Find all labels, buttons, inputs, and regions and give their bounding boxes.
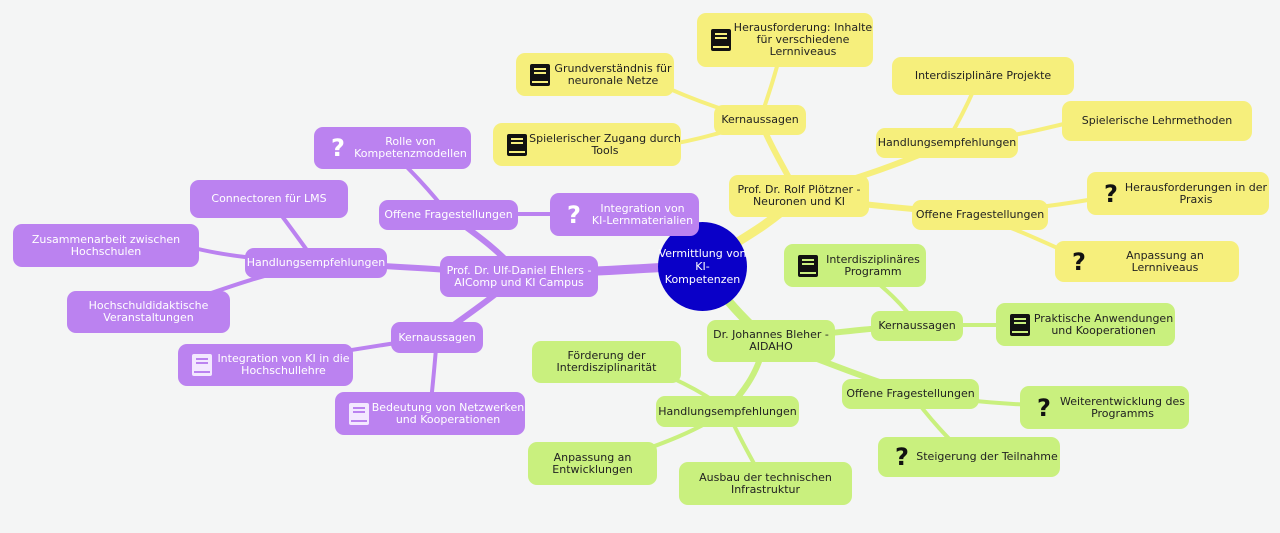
item-label: Rolle von Kompetenzmodellen xyxy=(354,135,467,160)
book-icon xyxy=(709,28,733,52)
item-label: Spielerischer Zugang durch Tools xyxy=(529,131,681,157)
topic-label: Offene Fragestellungen xyxy=(915,208,1045,221)
ehlers-kernaussage-item[interactable]: Integration von KI in die Hochschullehre xyxy=(178,344,353,386)
bleher-kernaussage-item[interactable]: Praktische Anwendungen und Kooperationen xyxy=(996,303,1175,346)
book-icon xyxy=(528,63,552,87)
bleher-frage-item[interactable]: ? Steigerung der Teilnahme xyxy=(878,437,1060,477)
item-label: Zusammenarbeit zwischen Hochschulen xyxy=(31,232,181,258)
ploetzner-kernaussage-item[interactable]: Spielerischer Zugang durch Tools xyxy=(493,123,681,166)
item-label: Spielerische Lehrmethoden xyxy=(1081,114,1233,127)
bleher-handlung-item[interactable]: Ausbau der technischen Infrastruktur xyxy=(679,462,852,505)
item-label: Integration von KI-Lernmaterialien xyxy=(591,201,694,227)
book-icon xyxy=(190,353,214,377)
ehlers-handlungsempfehlungen[interactable]: Handlungsempfehlungen xyxy=(245,248,387,278)
ehlers-handlung-item[interactable]: Hochschuldidaktische Veranstaltungen xyxy=(67,291,230,333)
topic-label: Kernaussagen xyxy=(878,319,956,332)
ploetzner-frage-item[interactable]: ? Anpassung an Lernniveaus xyxy=(1055,241,1239,282)
item-label: Grundverständnis für neuronale Netze xyxy=(554,61,672,87)
ehlers-handlung-item[interactable]: Zusammenarbeit zwischen Hochschulen xyxy=(13,224,199,267)
item-label: Integration von KI in die Hochschullehre xyxy=(217,352,350,377)
ploetzner-frage-item[interactable]: ? Herausforderungen in der Praxis xyxy=(1087,172,1269,215)
ehlers-frage-item[interactable]: ? Integration von KI-Lernmaterialien xyxy=(550,193,699,236)
question-mark-icon: ? xyxy=(895,443,909,471)
question-mark-icon: ? xyxy=(1104,179,1118,208)
central-topic-label: Vermittlung von KI-Kompetenzen xyxy=(658,247,747,286)
item-label: Weiterentwicklung des Programms xyxy=(1060,394,1185,420)
ehlers-handlung-item[interactable]: Connectoren für LMS xyxy=(190,180,348,218)
item-label: Anpassung an Lernniveaus xyxy=(1126,248,1204,274)
topic-label: Offene Fragestellungen xyxy=(846,387,975,400)
item-label: Steigerung der Teilnahme xyxy=(916,450,1058,463)
item-label: Anpassung an Entwicklungen xyxy=(552,450,633,476)
item-label: Connectoren für LMS xyxy=(211,192,327,205)
book-icon xyxy=(796,254,820,278)
item-label: Hochschuldidaktische Veranstaltungen xyxy=(88,299,209,324)
item-label: Interdisziplinäre Projekte xyxy=(914,69,1052,82)
ehlers-frage-item[interactable]: ? Rolle von Kompetenzmodellen xyxy=(314,127,471,169)
question-mark-icon: ? xyxy=(1072,247,1086,276)
question-mark-icon: ? xyxy=(567,200,581,229)
bleher-offene-fragestellungen[interactable]: Offene Fragestellungen xyxy=(842,379,979,409)
item-label: Interdisziplinäres Programm xyxy=(826,252,920,278)
item-label: Bedeutung von Netzwerken und Kooperation… xyxy=(371,400,525,426)
ploetzner-handlung-item[interactable]: Interdisziplinäre Projekte xyxy=(892,57,1074,95)
item-label: Herausforderung: Inhalte für verschieden… xyxy=(733,21,873,58)
item-label: Ausbau der technischen Infrastruktur xyxy=(699,470,832,496)
topic-label: Kernaussagen xyxy=(721,113,799,126)
ploetzner-kernaussage-item[interactable]: Grundverständnis für neuronale Netze xyxy=(516,53,674,96)
item-label: Förderung der Interdisziplinarität xyxy=(556,349,657,374)
ploetzner-kernaussage-item[interactable]: Herausforderung: Inhalte für verschieden… xyxy=(697,13,873,67)
book-icon xyxy=(347,402,371,426)
topic-label: Offene Fragestellungen xyxy=(384,208,513,221)
branch-label: Prof. Dr. Ulf-Daniel Ehlers - AIComp und… xyxy=(446,263,592,289)
topic-label: Handlungsempfehlungen xyxy=(246,256,386,269)
bleher-frage-item[interactable]: ? Weiterentwicklung des Programms xyxy=(1020,386,1189,429)
ploetzner-kernaussagen[interactable]: Kernaussagen xyxy=(714,105,806,135)
book-icon xyxy=(505,133,529,157)
bleher-kernaussage-item[interactable]: Interdisziplinäres Programm xyxy=(784,244,926,287)
topic-label: Kernaussagen xyxy=(398,330,476,344)
branch-ehlers[interactable]: Prof. Dr. Ulf-Daniel Ehlers - AIComp und… xyxy=(440,256,598,297)
topic-label: Handlungsempfehlungen xyxy=(877,136,1017,149)
bleher-handlung-item[interactable]: Anpassung an Entwicklungen xyxy=(528,442,657,485)
central-topic[interactable]: Vermittlung von KI-Kompetenzen xyxy=(658,222,747,311)
book-icon xyxy=(1008,313,1032,337)
ehlers-kernaussagen[interactable]: Kernaussagen xyxy=(391,322,483,353)
ehlers-offene-fragestellungen[interactable]: Offene Fragestellungen xyxy=(379,200,518,230)
question-mark-icon: ? xyxy=(1037,393,1051,422)
branch-ploetzner[interactable]: Prof. Dr. Rolf Plötzner - Neuronen und K… xyxy=(729,175,869,217)
branch-bleher[interactable]: Dr. Johannes Bleher - AIDAHO xyxy=(707,320,835,362)
item-label: Praktische Anwendungen und Kooperationen xyxy=(1033,311,1174,337)
branch-label: Dr. Johannes Bleher - AIDAHO xyxy=(713,328,829,353)
ehlers-kernaussage-item[interactable]: Bedeutung von Netzwerken und Kooperation… xyxy=(335,392,525,435)
topic-label: Handlungsempfehlungen xyxy=(658,404,797,418)
ploetzner-handlungsempfehlungen[interactable]: Handlungsempfehlungen xyxy=(876,128,1018,158)
item-label: Herausforderungen in der Praxis xyxy=(1124,180,1268,206)
question-mark-icon: ? xyxy=(331,134,345,162)
bleher-handlung-item[interactable]: Förderung der Interdisziplinarität xyxy=(532,341,681,383)
bleher-handlungsempfehlungen[interactable]: Handlungsempfehlungen xyxy=(656,396,799,427)
ploetzner-handlung-item[interactable]: Spielerische Lehrmethoden xyxy=(1062,101,1252,141)
bleher-kernaussagen[interactable]: Kernaussagen xyxy=(871,311,963,341)
ploetzner-offene-fragestellungen[interactable]: Offene Fragestellungen xyxy=(912,200,1048,230)
branch-label: Prof. Dr. Rolf Plötzner - Neuronen und K… xyxy=(737,183,861,208)
